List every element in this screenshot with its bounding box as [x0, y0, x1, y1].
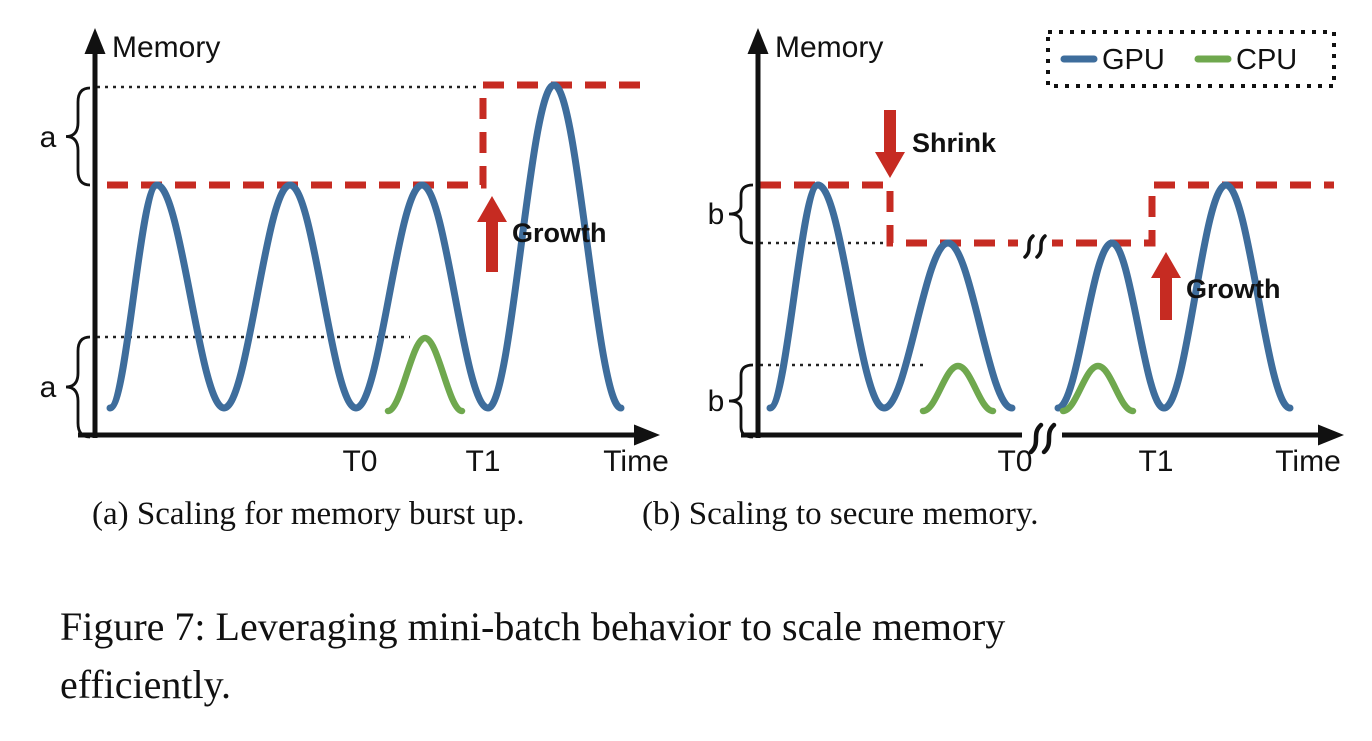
- panel-b-brace-bottom: [728, 363, 754, 439]
- panel-a-tick-t0: T0: [342, 445, 377, 478]
- panel-a-growth-arrow-icon: [477, 196, 507, 272]
- panel-b-brace-top: [728, 183, 754, 245]
- panel-b-y-axis-label: Memory: [775, 31, 883, 64]
- figure-caption-line2: efficiently.: [60, 662, 231, 707]
- panel-b-shrink-arrow-icon: [875, 110, 905, 178]
- panel-b-gpu-curve: [766, 181, 1294, 412]
- panel-a-brace-top-label: a: [40, 121, 57, 154]
- panel-a: a a Growth Memory T0 T1 Time: [40, 28, 669, 478]
- panel-a-cpu-curve: [384, 334, 466, 415]
- panel-b-redline-break-icon: [1023, 234, 1047, 259]
- panel-b-brace-top-label: b: [708, 198, 725, 231]
- panel-b-tick-t1: T1: [1138, 445, 1173, 478]
- panel-b: b b Shrink Growth Memory T0 T1 Time GPU …: [708, 28, 1344, 478]
- panel-a-y-axis-label: Memory: [112, 31, 220, 64]
- panel-b-x-axis-label: Time: [1275, 445, 1341, 478]
- panel-a-brace-bottom-label: a: [40, 371, 57, 404]
- panel-b-tick-t0: T0: [997, 445, 1032, 478]
- panel-b-x-axis-arrow-icon: [1318, 424, 1344, 446]
- panel-a-gpu-curve: [106, 81, 625, 412]
- panel-b-redline-break-mask: [1018, 228, 1052, 258]
- panel-b-cpu-curve: [919, 362, 1137, 415]
- panel-b-y-axis-arrow-icon: [747, 28, 769, 54]
- legend-gpu-label: GPU: [1102, 44, 1165, 76]
- figure-caption-line1: Figure 7: Leveraging mini-batch behavior…: [60, 604, 1005, 649]
- panel-a-brace-bottom: [65, 335, 91, 439]
- panel-a-x-axis-arrow-icon: [634, 424, 660, 446]
- panel-a-tick-t1: T1: [465, 445, 500, 478]
- panel-b-growth-arrow-icon: [1151, 252, 1181, 320]
- legend: GPU CPU: [1046, 30, 1336, 88]
- panel-a-x-axis-label: Time: [603, 445, 669, 478]
- panel-b-growth-label: Growth: [1186, 274, 1281, 304]
- panel-b-axis-break-icon: [1028, 422, 1057, 455]
- panel-a-caption: (a) Scaling for memory burst up.: [92, 496, 525, 532]
- panel-b-shrink-label: Shrink: [912, 128, 997, 158]
- panel-a-growth-label: Growth: [512, 218, 607, 248]
- panel-b-brace-bottom-label: b: [708, 385, 725, 418]
- legend-cpu-label: CPU: [1236, 44, 1297, 76]
- panel-a-brace-top: [65, 86, 91, 187]
- panel-a-y-axis-arrow-icon: [84, 28, 106, 54]
- panel-b-caption: (b) Scaling to secure memory.: [642, 496, 1038, 532]
